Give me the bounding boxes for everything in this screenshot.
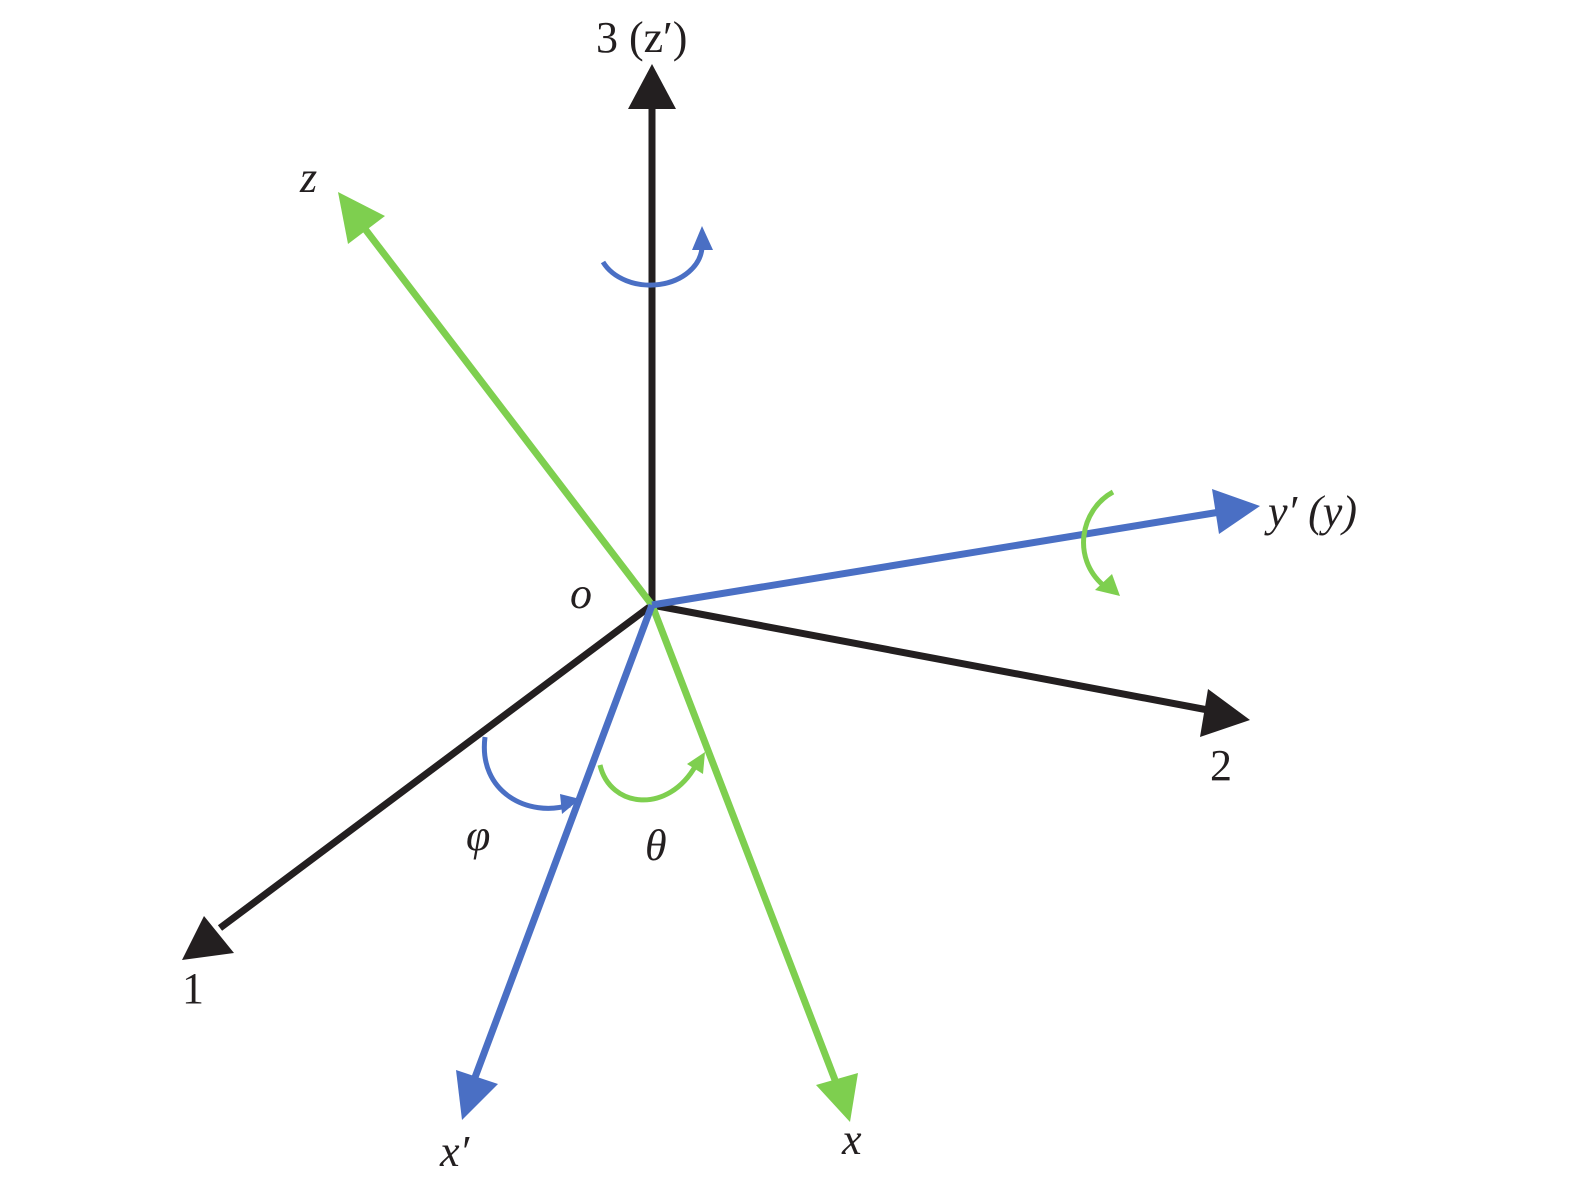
rotation-about-y-prime-arrowhead	[1095, 574, 1120, 596]
axis-x-prime-line	[470, 603, 656, 1082]
rotation-about-3-axis-arc	[600, 247, 705, 288]
angle-theta-arc	[597, 763, 699, 803]
axis-z-label: z	[299, 153, 317, 202]
origin-label: o	[570, 569, 592, 618]
axis-x-label: x	[841, 1115, 862, 1164]
axis-x-prime-arrowhead	[456, 1070, 498, 1120]
axis-1-label: 1	[182, 964, 204, 1013]
axis-y-prime-arrowhead	[1212, 489, 1260, 534]
axis-3-label: 3 (z′)	[596, 13, 687, 62]
angle-phi-label: φ	[466, 811, 490, 860]
axis-3-arrowhead	[628, 64, 676, 109]
axis-x-arrowhead	[816, 1073, 858, 1122]
rotation-indicators	[481, 226, 1120, 814]
intermediate-frame	[456, 489, 1260, 1120]
axis-z-arrowhead	[338, 192, 385, 244]
axis-y-prime-label: y′ (y)	[1264, 487, 1357, 536]
angle-theta-label: θ	[645, 821, 667, 870]
rotation-about-3-axis-arrowhead	[692, 226, 713, 250]
axis-y-prime-line	[651, 508, 1221, 609]
fixed-frame	[182, 64, 1250, 960]
axis-x-line	[648, 603, 839, 1082]
angle-phi-arrowhead	[560, 794, 580, 814]
axis-2-line	[651, 601, 1209, 714]
axis-2-arrowhead	[1200, 689, 1250, 737]
rotated-frame	[338, 192, 858, 1122]
rotation-about-y-prime-arc	[1081, 489, 1115, 587]
axis-1-line	[217, 602, 655, 931]
axis-2-label: 2	[1210, 741, 1232, 790]
axis-1-arrowhead	[182, 916, 234, 960]
axis-z-line	[359, 222, 655, 608]
angle-phi-arc	[481, 736, 571, 811]
labels: 3 (z′) z y′ (y) o 2 φ θ 1 x′ x	[182, 13, 1357, 1176]
axis-x-prime-label: x′	[439, 1127, 471, 1176]
angle-theta-arrowhead	[687, 752, 705, 774]
